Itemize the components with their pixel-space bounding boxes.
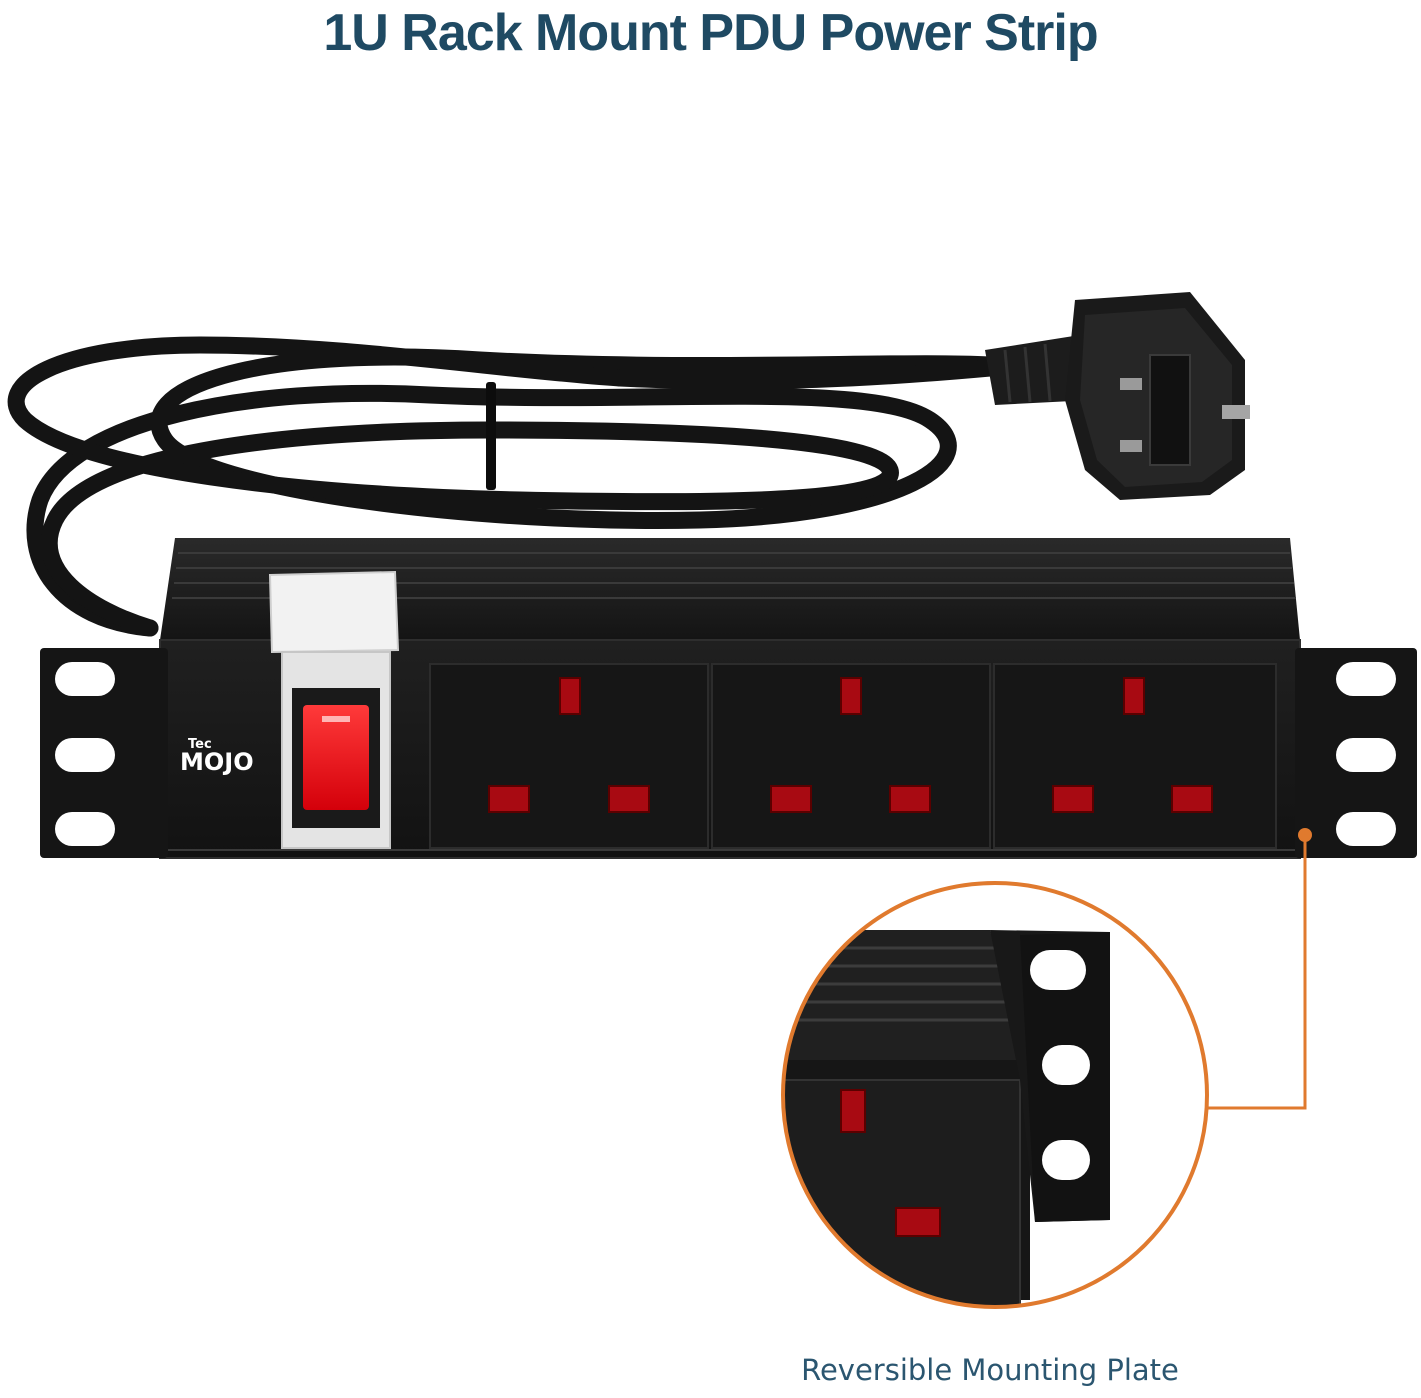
brand-logo-large: MOJO	[180, 748, 254, 776]
brand-logo-small: Tec	[188, 737, 212, 752]
uk-plug-icon	[1065, 292, 1250, 500]
callout-line	[1204, 828, 1312, 1110]
brand-logo: Tec MOJO	[180, 737, 254, 776]
mounting-plate-detail	[781, 881, 1209, 1309]
socket-2	[711, 663, 991, 849]
socket-1	[429, 663, 709, 849]
cable-tie	[486, 382, 496, 490]
left-mounting-bracket	[40, 648, 168, 858]
socket-3	[993, 663, 1277, 849]
page-title: 1U Rack Mount PDU Power Strip	[323, 4, 1098, 62]
right-mounting-bracket	[1295, 648, 1417, 858]
callout-caption: Reversible Mounting Plate	[801, 1353, 1179, 1387]
rocker-switch-icon	[268, 570, 400, 849]
plug-strain-relief	[985, 335, 1092, 405]
